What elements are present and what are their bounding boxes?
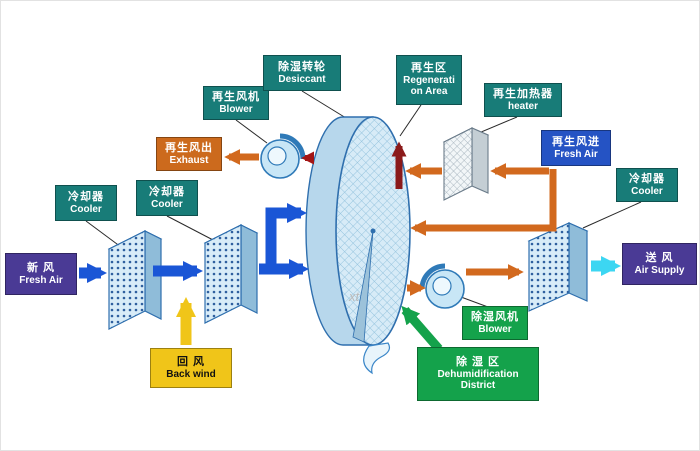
label-zh: 除湿风机 [471, 310, 519, 323]
cooler-unit-1 [107, 230, 163, 330]
label-en: Fresh Air [19, 274, 63, 286]
cooler-unit-right [527, 222, 589, 312]
label-dehumid-district: 除 湿 区 Dehumidification District [417, 347, 539, 401]
leader-lines [85, 90, 642, 308]
label-dehumid-blower: 除湿风机 Blower [462, 306, 528, 340]
label-cooler-1: 冷却器 Cooler [55, 185, 117, 221]
cooler2-front-face [204, 224, 242, 324]
label-en: Desiccant [278, 73, 326, 85]
heater-front-face [443, 127, 473, 201]
label-desiccant-wheel: 除湿转轮 Desiccant [263, 55, 341, 91]
cooler-unit-2 [203, 224, 259, 324]
label-zh: 回 风 [176, 355, 206, 368]
label-en: Blower [478, 323, 512, 335]
condensate-ribbon-icon [363, 342, 391, 375]
arrow-dehumid-district [401, 305, 443, 352]
label-zh: 再生加热器 [493, 87, 553, 100]
dehumid-blower-icon [419, 263, 465, 309]
label-regen-exhaust: 再生风出 Exhaust [156, 137, 222, 171]
leader-line [85, 220, 122, 248]
label-en: heater [507, 100, 538, 112]
label-air-supply: 送 风 Air Supply [622, 243, 697, 285]
cooler3-side-face [568, 222, 588, 302]
label-zh: 再生风机 [212, 90, 260, 103]
label-zh: 新 风 [26, 261, 56, 274]
label-en: Dehumidification [437, 368, 519, 380]
label-cooler-right: 冷却器 Cooler [616, 168, 678, 202]
cooler3-front-face [528, 222, 570, 312]
label-en: Fresh Air [554, 148, 598, 160]
label-en: Cooler [151, 198, 183, 210]
leader-line [399, 104, 422, 137]
process-air-arrows [79, 203, 309, 283]
wheel-axis-dot [370, 228, 376, 234]
label-zh: 除湿转轮 [278, 60, 326, 73]
leader-line [582, 201, 642, 229]
label-fresh-air-in: 新 风 Fresh Air [5, 253, 77, 295]
heater-side-face [471, 127, 489, 194]
leader-line [460, 296, 489, 308]
label-zh: 送 风 [645, 251, 674, 264]
desiccant-wheel [305, 116, 411, 375]
label-zh: 再生区 [411, 61, 447, 74]
label-zh: 除 湿 区 [455, 355, 501, 368]
blower1-hub [267, 146, 287, 166]
label-cooler-2: 冷却器 Cooler [136, 180, 198, 216]
label-en: Cooler [631, 185, 663, 197]
label-regen-area: 再生区 Regenerati on Area [396, 55, 462, 105]
label-en: Regenerati [403, 74, 455, 86]
label-zh: 再生风出 [165, 141, 213, 154]
label-regen-blower: 再生风机 Blower [203, 86, 269, 120]
arrow-cooler2-to-wheel-high [265, 203, 307, 265]
label-en: Back wind [166, 368, 216, 380]
regen-blower-icon [260, 133, 306, 179]
label-zh: 再生风进 [552, 135, 600, 148]
label-en: Cooler [70, 203, 102, 215]
label-en: District [460, 380, 496, 392]
cooler1-front-face [108, 230, 146, 330]
label-regen-fresh-air: 再生风进 Fresh Air [541, 130, 611, 166]
label-en: Air Supply [634, 264, 685, 276]
label-back-wind: 回 风 Back wind [150, 348, 232, 388]
label-zh: 冷却器 [629, 172, 665, 185]
label-regen-heater: 再生加热器 heater [484, 83, 562, 117]
arrow-regen-elbow-to-wheel [410, 169, 557, 236]
label-en: Blower [219, 103, 253, 115]
leader-line [166, 215, 216, 242]
label-zh: 冷却器 [68, 190, 104, 203]
watermark-text: xt [349, 289, 360, 304]
wheel-sector-wedge [352, 230, 374, 343]
label-en: Exhaust [169, 154, 209, 166]
cooler2-side-face [240, 224, 258, 314]
label-zh: 冷却器 [149, 185, 185, 198]
heater-unit [442, 127, 490, 201]
regen-air-arrows [224, 149, 557, 296]
leader-line [301, 90, 347, 119]
leader-line [235, 119, 268, 144]
label-en: on Area [410, 86, 448, 98]
blower2-hub [432, 276, 452, 296]
